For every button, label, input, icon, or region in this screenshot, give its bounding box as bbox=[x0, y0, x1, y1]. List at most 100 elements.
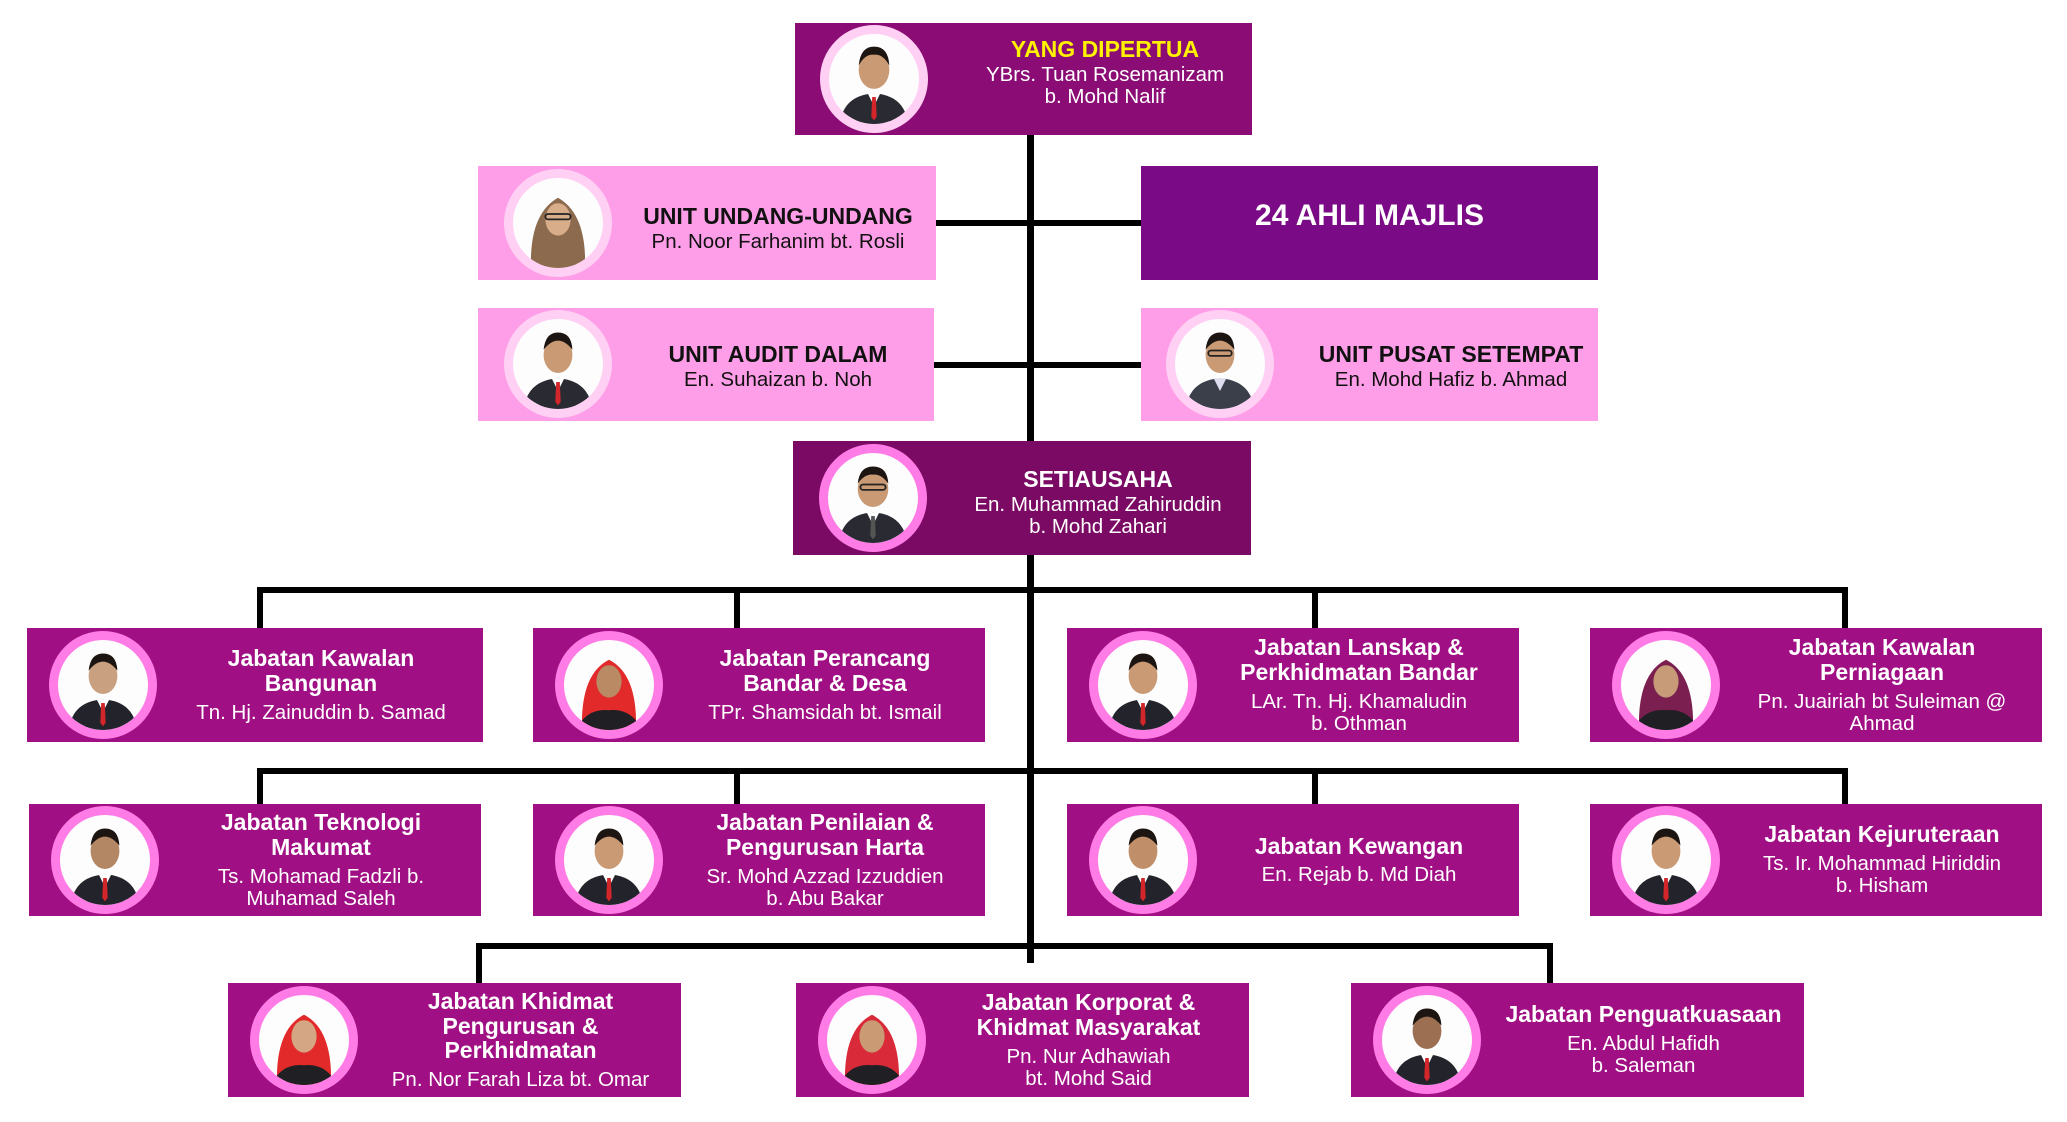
dept-photo-lanskap bbox=[1089, 631, 1197, 739]
dept-title-line1: Jabatan Perancang bbox=[719, 645, 931, 672]
dept-title-line2: Makumat bbox=[271, 833, 371, 860]
row3-drop-1 bbox=[476, 943, 482, 983]
dept-title-line1: Jabatan Khidmat bbox=[427, 987, 614, 1014]
unit-undang-box: UNIT UNDANG-UNDANG Pn. Noor Farhanim bt.… bbox=[478, 166, 936, 280]
secretary-title: SETIAUSAHA bbox=[1023, 466, 1173, 492]
row1-drop-4 bbox=[1842, 587, 1848, 628]
chairman-title: YANG DIPERTUA bbox=[1010, 36, 1200, 62]
chairman-name-line2: b. Mohd Nalif bbox=[1044, 84, 1166, 108]
dept-photo-penilaian bbox=[555, 806, 663, 914]
dept-photo-penguatkuasaan bbox=[1373, 986, 1481, 1094]
row2-drop-2 bbox=[734, 768, 740, 804]
connector-pusat bbox=[1033, 362, 1141, 368]
row3-hline bbox=[476, 943, 1553, 949]
pusat-title: UNIT PUSAT SETEMPAT bbox=[1318, 341, 1584, 367]
dept-name-line1: Tn. Hj. Zainuddin b. Samad bbox=[196, 700, 446, 724]
dept-title-line1: Jabatan Kejuruteraan bbox=[1764, 821, 2000, 848]
dept-name-line1: Pn. Juairiah bt Suleiman @ bbox=[1757, 689, 2007, 713]
dept-photo-teknologi bbox=[51, 806, 159, 914]
dept-photo-korporat bbox=[818, 986, 926, 1094]
dept-title-line2: Pengurusan & bbox=[442, 1012, 599, 1039]
dept-title-line2: Bandar & Desa bbox=[743, 669, 907, 696]
chairman-name-line1: YBrs. Tuan Rosemanizam bbox=[985, 62, 1225, 86]
dept-photo-bangunan bbox=[49, 631, 157, 739]
secretary-box: SETIAUSAHA En. Muhammad Zahiruddin b. Mo… bbox=[793, 441, 1251, 555]
pusat-name: En. Mohd Hafiz b. Ahmad bbox=[1334, 367, 1568, 391]
audit-photo bbox=[504, 310, 612, 418]
dept-title-line1: Jabatan Kawalan bbox=[227, 645, 415, 672]
audit-title: UNIT AUDIT DALAM bbox=[668, 341, 888, 367]
majlis-title: 24 AHLI MAJLIS bbox=[1255, 199, 1484, 232]
undang-name: Pn. Noor Farhanim bt. Rosli bbox=[651, 229, 905, 253]
connector-audit bbox=[933, 362, 1028, 368]
dept-name-line1: Ts. Ir. Mohammad Hiriddin bbox=[1762, 852, 2002, 876]
dept-photo-perniagaan bbox=[1612, 631, 1720, 739]
secretary-name-line2: b. Mohd Zahari bbox=[1029, 514, 1167, 538]
dept-name-line1: Pn. Nor Farah Liza bt. Omar bbox=[391, 1068, 650, 1092]
dept-title-line2: Bangunan bbox=[264, 669, 378, 696]
dept-title-line3: Perkhidmatan bbox=[444, 1037, 597, 1064]
dept-name-line1: TPr. Shamsidah bt. Ismail bbox=[708, 700, 942, 724]
dept-title-line1: Jabatan Lanskap & bbox=[1254, 634, 1464, 661]
row2-hline bbox=[257, 768, 1848, 774]
unit-pusat-box: UNIT PUSAT SETEMPAT En. Mohd Hafiz b. Ah… bbox=[1141, 308, 1598, 421]
dept-name-line1: Ts. Mohamad Fadzli b. bbox=[217, 864, 425, 888]
dept-photo-khidmat-pengurusan bbox=[250, 986, 358, 1094]
dept-title-line1: Jabatan Penilaian & bbox=[716, 809, 934, 836]
dept-name-line2: Ahmad bbox=[1849, 711, 1915, 735]
row3-drop-3 bbox=[1547, 943, 1553, 983]
dept-title-line1: Jabatan Kewangan bbox=[1254, 832, 1464, 859]
pusat-photo bbox=[1166, 310, 1274, 418]
secretary-name-line1: En. Muhammad Zahiruddin bbox=[974, 492, 1222, 516]
dept-name-line2: bt. Mohd Said bbox=[1025, 1066, 1152, 1090]
dept-title-line2: Perkhidmatan Bandar bbox=[1240, 658, 1478, 685]
dept-name-line1: Sr. Mohd Azzad Izzuddien bbox=[706, 864, 944, 888]
dept-name-line2: b. Othman bbox=[1311, 711, 1407, 735]
dept-title-line2: Khidmat Masyarakat bbox=[976, 1013, 1201, 1040]
dept-name-line1: Pn. Nur Adhawiah bbox=[1006, 1044, 1171, 1068]
dept-title-line1: Jabatan Korporat & bbox=[981, 989, 1196, 1016]
row2-drop-1 bbox=[257, 768, 263, 804]
audit-name: En. Suhaizan b. Noh bbox=[683, 367, 873, 391]
chairman-photo bbox=[820, 25, 928, 133]
ahli-majlis-box: 24 AHLI MAJLIS bbox=[1141, 166, 1598, 280]
row2-drop-3 bbox=[1312, 768, 1318, 804]
connector-undang bbox=[936, 220, 1028, 226]
unit-audit-box: UNIT AUDIT DALAM En. Suhaizan b. Noh bbox=[478, 308, 934, 421]
row1-drop-2 bbox=[734, 587, 740, 628]
dept-name-line2: b. Hisham bbox=[1835, 874, 1929, 898]
dept-photo-kewangan bbox=[1089, 806, 1197, 914]
row2-drop-4 bbox=[1842, 768, 1848, 804]
dept-title-line2: Pengurusan Harta bbox=[725, 833, 925, 860]
dept-title-line1: Jabatan Teknologi bbox=[220, 809, 422, 836]
dept-photo-kejuruteraan bbox=[1612, 806, 1720, 914]
connector-majlis bbox=[1033, 220, 1141, 226]
row1-drop-3 bbox=[1312, 587, 1318, 628]
undang-title: UNIT UNDANG-UNDANG bbox=[643, 203, 913, 229]
dept-name-line1: En. Rejab b. Md Diah bbox=[1261, 863, 1457, 887]
dept-title-line2: Perniagaan bbox=[1820, 658, 1944, 685]
chairman-box: YANG DIPERTUA YBrs. Tuan Rosemanizam b. … bbox=[795, 23, 1252, 135]
dept-title-line1: Jabatan Penguatkuasaan bbox=[1505, 1001, 1782, 1028]
row1-hline bbox=[257, 587, 1848, 593]
dept-name-line2: b. Abu Bakar bbox=[766, 886, 884, 910]
dept-title-line1: Jabatan Kawalan bbox=[1788, 634, 1976, 661]
secretary-photo bbox=[819, 444, 927, 552]
dept-name-line1: En. Abdul Hafidh bbox=[1567, 1032, 1720, 1056]
row1-drop-1 bbox=[257, 587, 263, 628]
dept-name-line1: LAr. Tn. Hj. Khamaludin bbox=[1250, 689, 1468, 713]
dept-photo-perancang bbox=[555, 631, 663, 739]
undang-photo bbox=[504, 169, 612, 277]
dept-name-line2: b. Saleman bbox=[1591, 1054, 1696, 1078]
